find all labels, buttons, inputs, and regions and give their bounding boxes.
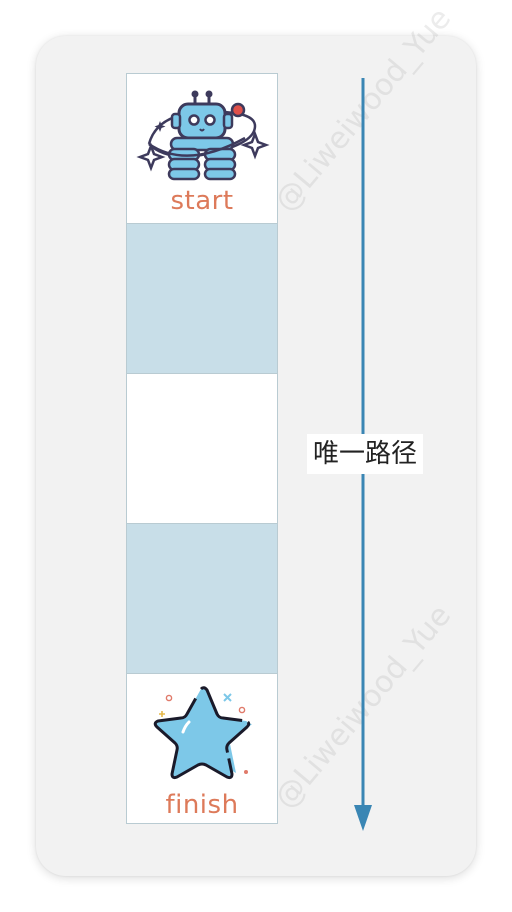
arrow-head bbox=[354, 805, 372, 831]
robot-icon bbox=[136, 90, 270, 181]
start-label: start bbox=[170, 186, 234, 216]
grid-cell bbox=[127, 374, 277, 524]
star-icon bbox=[153, 686, 252, 780]
grid-cell-start: start bbox=[127, 74, 277, 224]
unique-path-label: 唯一路径 bbox=[307, 434, 423, 474]
path-grid: start finish bbox=[126, 73, 278, 824]
grid-cell-finish: finish bbox=[127, 674, 277, 823]
finish-label: finish bbox=[165, 790, 239, 820]
grid-cell bbox=[127, 224, 277, 374]
grid-cell bbox=[127, 524, 277, 674]
